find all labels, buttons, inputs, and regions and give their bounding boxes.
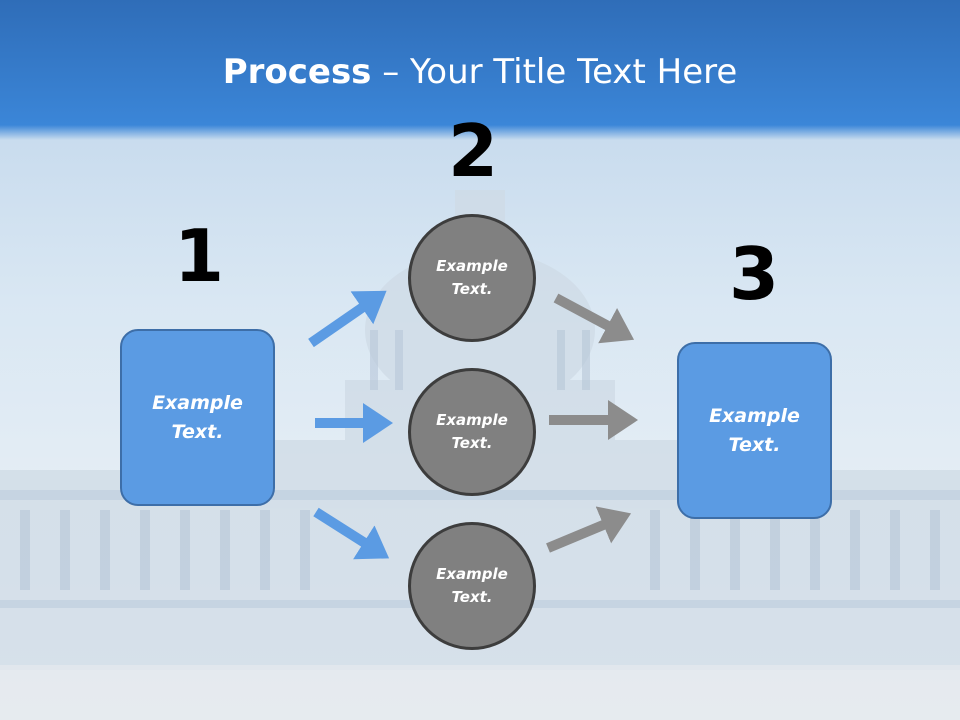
right-box: Example Text. [677,342,832,519]
circle-bottom-text: Example Text. [436,565,508,606]
slide-title: Process – Your Title Text Here [0,52,960,92]
title-bold: Process [222,52,372,92]
arrow-blue-up [308,290,387,348]
arrow-gray-down [553,293,635,344]
arrow-gray-up [546,506,632,553]
right-box-text: Example Text. [709,404,800,456]
circle-bottom: Example Text. [408,522,536,650]
step-number-1: 1 [173,214,225,298]
circle-top-text: Example Text. [436,257,508,298]
circle-middle-text: Example Text. [436,411,508,452]
title-rest: – Your Title Text Here [371,52,738,92]
circle-middle: Example Text. [408,368,536,496]
step-number-3: 3 [728,232,780,316]
circle-top: Example Text. [408,214,536,342]
left-box-text: Example Text. [152,391,243,443]
arrow-blue-down [313,507,390,560]
step-number-2: 2 [447,109,499,193]
left-box: Example Text. [120,329,275,506]
